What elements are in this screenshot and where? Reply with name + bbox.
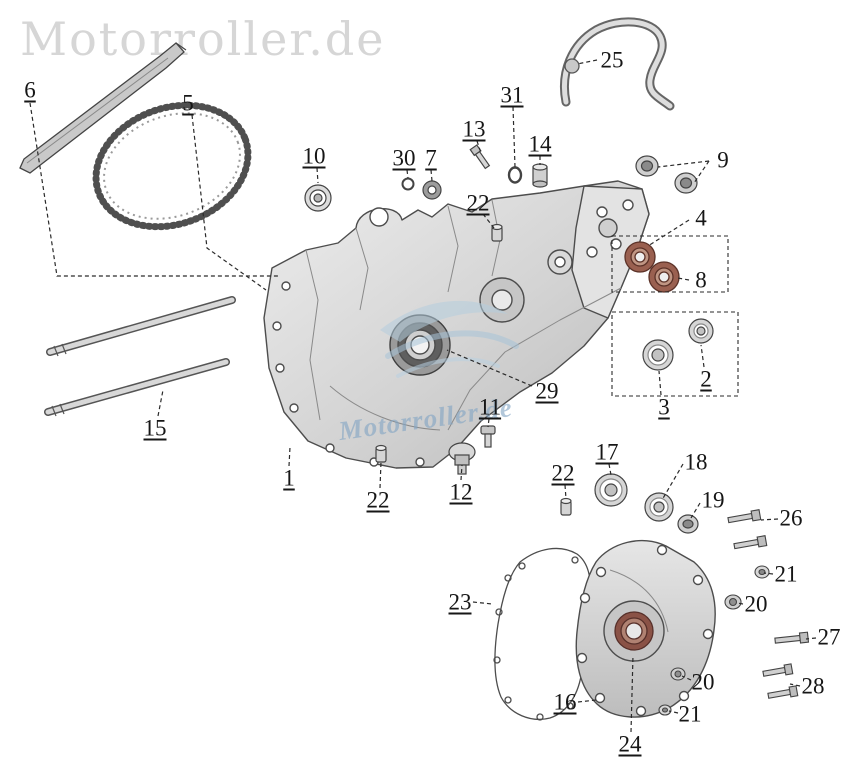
leader-line-19 <box>690 502 701 519</box>
leader-line-16 <box>577 699 597 703</box>
callout-13: 13 <box>462 116 486 142</box>
leader-line-9 <box>693 160 710 184</box>
callout-31: 31 <box>500 82 524 108</box>
watermark-logo-swoosh <box>380 300 519 378</box>
leader-line-26 <box>760 518 779 521</box>
leader-line-30 <box>406 169 409 179</box>
oil-seals-4-8 <box>624 241 680 293</box>
callout-3: 3 <box>658 394 670 420</box>
leader-line-10 <box>316 167 319 184</box>
leader-line-22 <box>379 461 382 489</box>
callout-22: 22 <box>466 190 490 216</box>
mounting-studs <box>44 296 236 417</box>
leader-line-12 <box>460 464 463 481</box>
leader-line-9 <box>657 160 710 168</box>
callout-7: 7 <box>425 145 437 171</box>
callout-21: 21 <box>774 561 798 587</box>
leader-line-20 <box>681 675 692 681</box>
callout-4: 4 <box>695 205 707 231</box>
callout-27: 27 <box>817 624 841 650</box>
bearings-17-18-19 <box>594 473 699 534</box>
tensioner-blade <box>19 42 187 174</box>
callout-17: 17 <box>595 439 619 465</box>
leader-line-29 <box>446 349 533 387</box>
leader-line-21 <box>763 572 774 575</box>
callout-18: 18 <box>684 449 708 475</box>
callout-26: 26 <box>779 505 803 531</box>
leader-line-13 <box>476 140 482 154</box>
callout-15: 15 <box>143 415 167 441</box>
cam-chain <box>92 101 252 231</box>
right-side-fasteners <box>658 509 810 716</box>
callout-8: 8 <box>695 267 707 293</box>
leader-line-1 <box>288 446 291 467</box>
brand-watermark-text: Motorroller.de <box>20 12 386 66</box>
leader-line-15 <box>157 389 164 417</box>
leader-line-6 <box>29 102 280 277</box>
callout-6: 6 <box>24 77 36 103</box>
dashed-group-boxes <box>611 235 739 397</box>
callout-29: 29 <box>535 378 559 404</box>
callout-21: 21 <box>678 701 702 727</box>
leader-line-8 <box>677 277 690 281</box>
callout-24: 24 <box>618 731 642 757</box>
leader-line-11 <box>487 418 490 428</box>
leader-line-22 <box>482 213 495 229</box>
upper-small-parts <box>304 144 698 212</box>
leader-line-3 <box>658 370 662 396</box>
callout-11: 11 <box>478 394 502 420</box>
callout-22: 22 <box>366 487 390 513</box>
leader-line-31 <box>512 106 516 168</box>
callout-5: 5 <box>182 90 194 116</box>
leader-line-18 <box>661 463 684 501</box>
callout-20: 20 <box>744 591 768 617</box>
leader-line-17 <box>608 463 612 476</box>
banjo-fitting <box>564 58 580 74</box>
callout-16: 16 <box>553 689 577 715</box>
callout-28: 28 <box>801 673 825 699</box>
leader-line-4 <box>647 219 690 247</box>
oil-seal-24 <box>614 611 654 651</box>
callout-25: 25 <box>600 47 624 73</box>
callout-12: 12 <box>449 479 473 505</box>
callout-10: 10 <box>302 143 326 169</box>
callout-19: 19 <box>701 487 725 513</box>
leader-line-27 <box>805 637 817 640</box>
leader-line-2 <box>700 344 705 368</box>
dowel-pins <box>375 223 572 516</box>
callout-9: 9 <box>717 147 729 173</box>
callout-1: 1 <box>283 465 295 491</box>
leader-line-23 <box>472 601 493 605</box>
leader-line-25 <box>576 59 598 65</box>
callout-2: 2 <box>700 366 712 392</box>
leader-line-22 <box>564 484 567 500</box>
leader-line-7 <box>430 169 433 182</box>
crankcase-body <box>263 180 650 469</box>
oil-pipe <box>560 17 675 111</box>
leader-line-5 <box>191 114 267 291</box>
callout-22: 22 <box>551 460 575 486</box>
callout-23: 23 <box>448 589 472 615</box>
leader-line-28 <box>789 683 801 687</box>
callout-14: 14 <box>528 131 552 157</box>
callout-20: 20 <box>691 669 715 695</box>
leader-line-20 <box>736 602 744 605</box>
leader-line-21 <box>668 710 679 714</box>
bearings-2-3 <box>642 318 714 371</box>
callout-30: 30 <box>392 145 416 171</box>
leader-line-24 <box>630 654 634 733</box>
